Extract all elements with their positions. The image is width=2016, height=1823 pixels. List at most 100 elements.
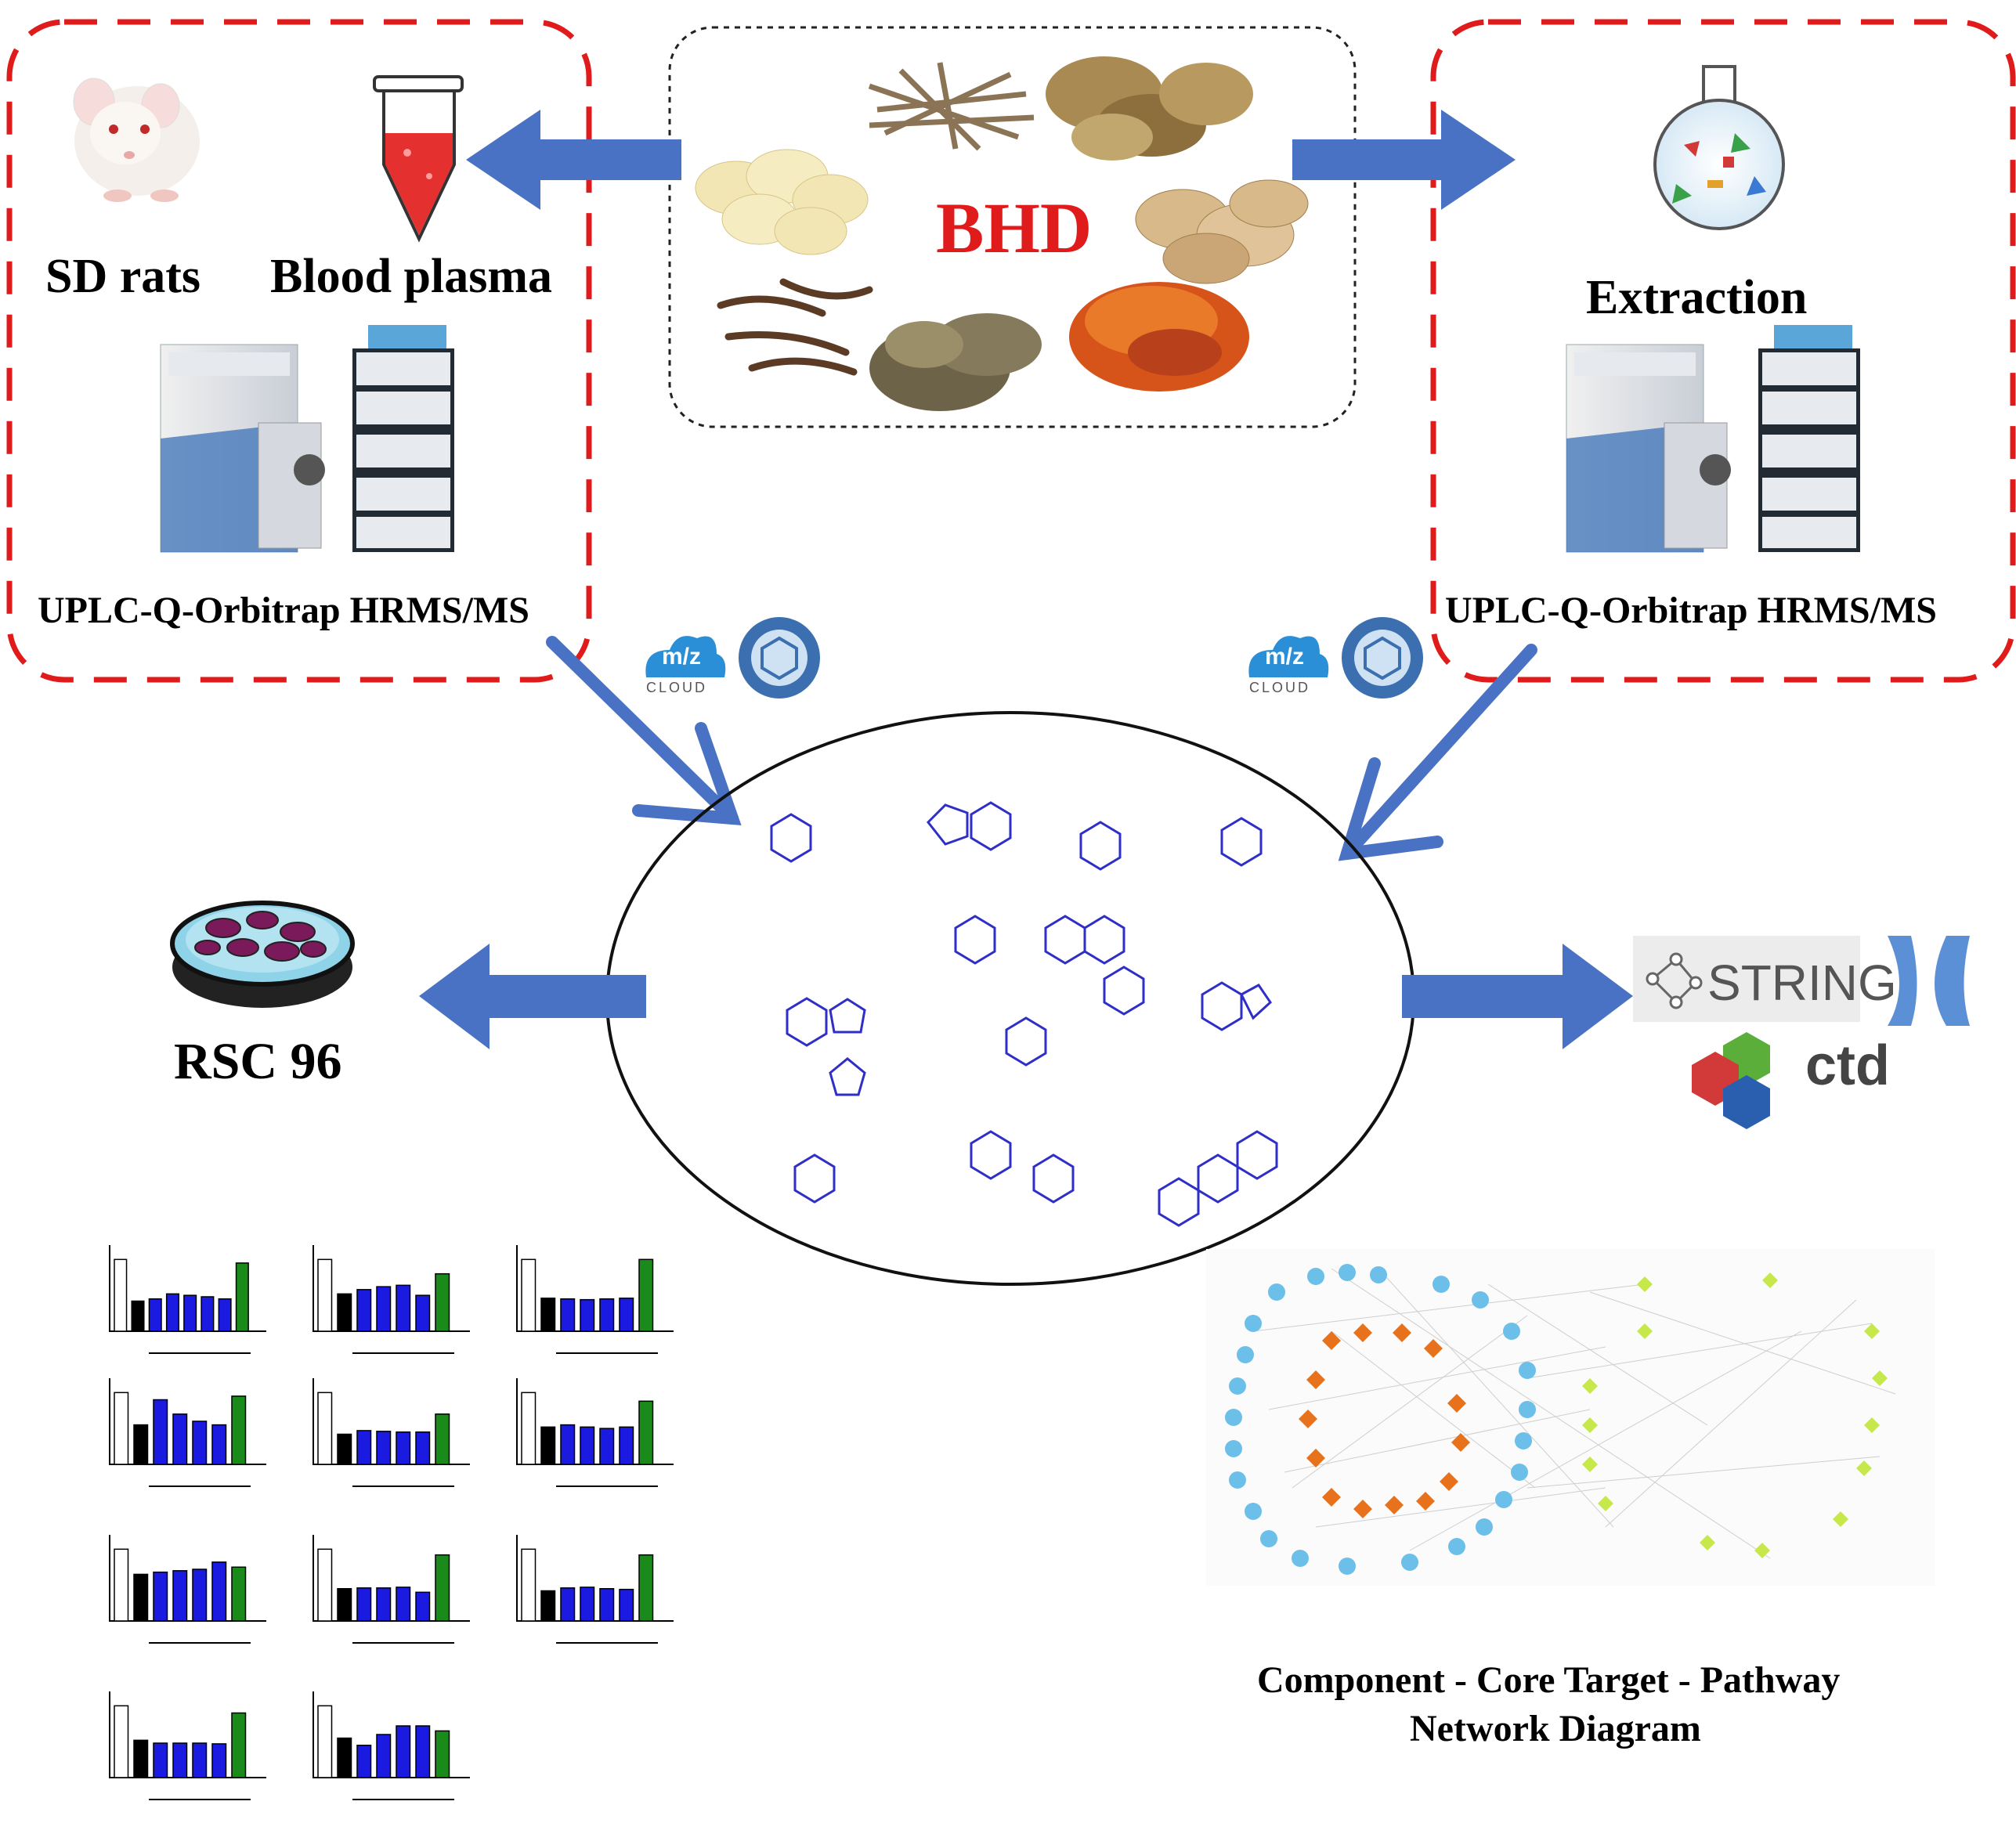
viability-bar	[165, 1293, 179, 1332]
viability-bar	[376, 1734, 392, 1778]
viability-bar	[619, 1426, 634, 1465]
viability-bar	[114, 1392, 129, 1465]
viability-bar	[376, 1286, 392, 1332]
viability-bar	[415, 1294, 431, 1332]
left-dashed-box	[6, 19, 592, 683]
herbs-dotted-box	[668, 26, 1357, 428]
viability-bar	[638, 1400, 654, 1465]
viability-bar	[211, 1743, 227, 1778]
viability-bar	[211, 1561, 227, 1622]
compound-discoverer-logo-right	[1342, 617, 1423, 699]
left-lc-ms-instrument	[160, 325, 454, 553]
viability-bar	[153, 1742, 168, 1778]
viability-bar	[148, 1298, 162, 1332]
viability-bar	[337, 1737, 352, 1778]
viability-bar	[415, 1431, 431, 1465]
arrow-compounds-to-cells	[419, 944, 646, 1049]
viability-bar	[560, 1298, 576, 1332]
viability-bar	[231, 1395, 247, 1465]
cell-viability-panels	[109, 1245, 674, 1800]
arrow-compounds-to-network-tools	[1402, 944, 1633, 1049]
ctd-label: ctd	[1805, 1034, 1890, 1097]
genecards-logo	[1888, 936, 1970, 1026]
right-dashed-box	[1430, 19, 2016, 683]
viability-bar	[619, 1298, 634, 1332]
viability-bar	[435, 1413, 450, 1465]
viability-bar	[580, 1298, 595, 1332]
viability-bar	[560, 1424, 576, 1465]
viability-bar	[172, 1413, 188, 1465]
network-caption-line1: Component - Core Target - Pathway	[1257, 1659, 1841, 1701]
viability-bar	[599, 1298, 615, 1332]
mzcloud-subtext-right: CLOUD	[1249, 680, 1311, 695]
viability-bar	[133, 1739, 149, 1778]
viability-bar	[153, 1571, 168, 1622]
viability-bar	[435, 1730, 450, 1778]
viability-bar	[172, 1570, 188, 1622]
mzcloud-subtext-left: CLOUD	[646, 680, 708, 695]
viability-bar	[192, 1569, 208, 1622]
herb-worms	[717, 278, 873, 376]
viability-bar	[153, 1399, 168, 1465]
extraction-label: Extraction	[1586, 271, 1808, 324]
herb-safflower	[1069, 282, 1249, 392]
viability-bar	[376, 1587, 392, 1622]
viability-bar	[376, 1431, 392, 1465]
flask-icon	[1653, 65, 1785, 230]
sd-rats-label: SD rats	[45, 250, 201, 303]
right-instrument-label: UPLC-Q-Orbitrap HRMS/MS	[1445, 590, 1937, 631]
blood-plasma-label: Blood plasma	[270, 250, 553, 303]
viability-bar	[201, 1296, 215, 1332]
herb-images	[695, 56, 1309, 411]
viability-bar	[114, 1258, 128, 1332]
viability-bar	[337, 1433, 352, 1465]
viability-bar	[638, 1554, 654, 1622]
viability-bar	[356, 1430, 372, 1465]
viability-bar	[337, 1588, 352, 1622]
viability-bar	[133, 1424, 149, 1465]
viability-bar	[356, 1587, 372, 1622]
viability-bar	[356, 1289, 372, 1332]
mzcloud-logo-right	[1248, 636, 1329, 677]
viability-bar	[317, 1548, 333, 1622]
viability-bar	[540, 1590, 556, 1622]
string-logo	[1633, 936, 1860, 1022]
viability-bar	[192, 1742, 208, 1778]
viability-bar	[231, 1566, 247, 1622]
viability-bar	[396, 1431, 411, 1465]
arrow-herbs-to-plasma	[466, 110, 681, 210]
mzcloud-text-right: m/z	[1265, 644, 1305, 670]
viability-bar	[435, 1272, 450, 1332]
viability-bar	[317, 1392, 333, 1465]
herb-roots-1	[868, 62, 1035, 151]
compound-discoverer-logo-left	[739, 617, 820, 699]
viability-bar	[415, 1591, 431, 1622]
viability-bar	[235, 1262, 249, 1332]
viability-bar	[172, 1742, 188, 1778]
viability-bar	[540, 1426, 556, 1465]
viability-bar	[396, 1587, 411, 1622]
viability-bar	[337, 1293, 352, 1332]
viability-bar	[211, 1424, 227, 1465]
bhd-label: BHD	[936, 188, 1093, 268]
mzcloud-logo-left	[645, 636, 726, 677]
viability-bar	[396, 1284, 411, 1332]
left-instrument-label: UPLC-Q-Orbitrap HRMS/MS	[38, 590, 529, 631]
viability-bar	[317, 1705, 333, 1778]
blood-tube-icon	[373, 75, 464, 243]
viability-bar	[131, 1300, 145, 1332]
viability-bar	[599, 1588, 615, 1622]
network-diagram	[1206, 1249, 1935, 1586]
herb-slices-white	[695, 149, 869, 255]
herb-slices-tan	[1135, 179, 1309, 284]
mzcloud-text-left: m/z	[662, 644, 702, 670]
herb-slices-dark	[869, 313, 1042, 411]
viability-bar	[580, 1587, 595, 1622]
viability-bar	[580, 1426, 595, 1465]
viability-bar	[114, 1548, 129, 1622]
petri-dish-icon	[170, 901, 355, 1008]
string-label: STRING	[1707, 955, 1897, 1011]
viability-bar	[435, 1554, 450, 1622]
viability-bar	[231, 1712, 247, 1778]
